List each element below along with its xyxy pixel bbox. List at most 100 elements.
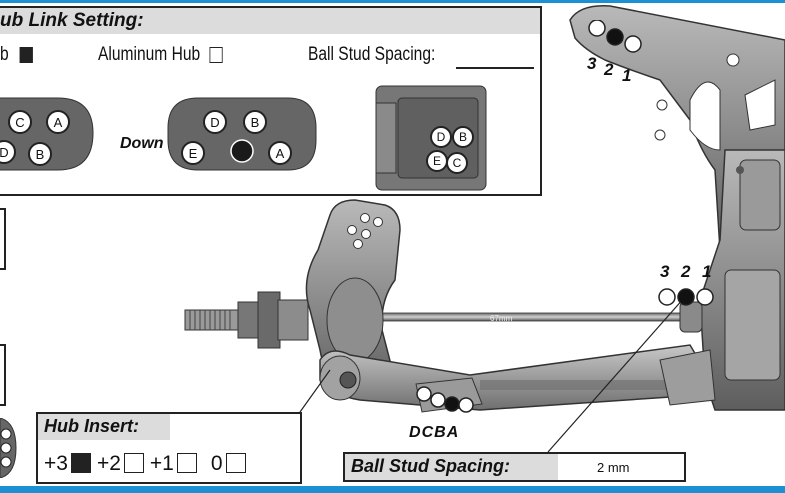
arm-rail bbox=[480, 380, 680, 390]
ball-stud-spacing-panel: Ball Stud Spacing: 2 mm bbox=[343, 452, 686, 482]
mount-label-1: 1 bbox=[702, 262, 712, 281]
option-label: +1 bbox=[149, 452, 174, 475]
tower-hole-2 bbox=[606, 28, 624, 46]
gearbox-screw bbox=[736, 166, 744, 174]
hub-insert-panel: Hub Insert: +3 +2 +1 0 bbox=[36, 412, 302, 484]
hub-insert-option-plus1[interactable]: +1 bbox=[150, 452, 197, 476]
option-checkbox[interactable] bbox=[70, 453, 91, 473]
side-box-lower bbox=[0, 344, 6, 406]
axle-threads bbox=[189, 310, 231, 330]
down-label: Down bbox=[120, 135, 164, 152]
hole-d: D bbox=[203, 110, 227, 134]
hole-b: B bbox=[28, 142, 52, 166]
tower-hole-3 bbox=[588, 20, 606, 37]
mount-hole-2 bbox=[677, 288, 695, 306]
arm-label-d: D bbox=[409, 424, 422, 441]
aluminum-hub-checkbox[interactable] bbox=[209, 46, 223, 63]
option-checkbox[interactable] bbox=[176, 453, 197, 473]
mount-hole-1 bbox=[696, 288, 714, 306]
hub-option-left-label: b bbox=[0, 44, 9, 65]
hub-insert-option-plus3[interactable]: +3 bbox=[44, 452, 91, 476]
option-label: +3 bbox=[44, 452, 68, 475]
arm-hole-set bbox=[415, 377, 483, 413]
hub-ball-stud-label: Ball Stud Spacing: bbox=[308, 44, 436, 65]
shock-tower-hole bbox=[726, 53, 740, 67]
hub-insert-options: +3 +2 +1 0 bbox=[44, 452, 252, 476]
down-center-hole bbox=[230, 139, 254, 163]
leader-line bbox=[299, 369, 331, 413]
option-checkbox[interactable] bbox=[123, 453, 144, 473]
lower-pivot-ball bbox=[339, 371, 357, 389]
hole-a: A bbox=[46, 110, 70, 134]
hole-c: C bbox=[446, 152, 468, 174]
ball-stud-value[interactable]: 2 mm bbox=[597, 460, 630, 475]
shock-tower-hole bbox=[654, 129, 666, 141]
hub-option-left[interactable]: b bbox=[0, 44, 33, 66]
gearbox-slot bbox=[739, 159, 781, 231]
arm-hole-d bbox=[416, 386, 432, 402]
arm-inner-mount bbox=[659, 349, 716, 406]
hub-insert-option-zero[interactable]: 0 bbox=[211, 452, 246, 476]
arm-hole-labels: DCBA bbox=[409, 424, 459, 442]
ball-stud-blank-line bbox=[456, 67, 534, 69]
carrier-hole bbox=[361, 229, 371, 239]
carrier-hole bbox=[353, 239, 363, 249]
arm-hole-a bbox=[458, 397, 474, 413]
hole-b: B bbox=[243, 110, 267, 134]
carrier-hole bbox=[360, 213, 370, 223]
hole-e: E bbox=[426, 150, 448, 172]
carrier-boss bbox=[326, 277, 384, 363]
aluminum-hub-label: Aluminum Hub bbox=[98, 44, 201, 65]
hole-a: A bbox=[268, 141, 292, 165]
tower-label-1: 1 bbox=[622, 66, 632, 85]
mount-hole-3 bbox=[658, 288, 676, 306]
carrier-hole bbox=[373, 217, 383, 227]
shock-tower-hole-set bbox=[588, 20, 642, 53]
hub-link-title-bar bbox=[0, 8, 540, 34]
hole-b: B bbox=[452, 126, 474, 148]
axle-collar bbox=[277, 299, 309, 341]
gearbox-slot bbox=[724, 269, 781, 381]
shock-tower-cutout-1 bbox=[689, 81, 721, 151]
hub-body-edge bbox=[375, 102, 397, 174]
option-label: +2 bbox=[96, 452, 121, 475]
arm-hole-c bbox=[430, 392, 446, 408]
tower-hole-1 bbox=[624, 35, 642, 53]
hub-insert-title-bar bbox=[38, 414, 170, 440]
mount-label-2: 2 bbox=[681, 262, 691, 281]
hole-d: D bbox=[0, 140, 16, 164]
hub-link-title: ub Link Setting: bbox=[0, 10, 144, 31]
option-checkbox[interactable] bbox=[225, 453, 246, 473]
tower-label-2: 2 bbox=[604, 60, 614, 79]
shock-tower-hole bbox=[656, 99, 668, 111]
hole-c: C bbox=[8, 110, 32, 134]
accent-bar-bottom bbox=[0, 486, 785, 493]
arm-label-c: C bbox=[421, 424, 435, 441]
hub-insert-option-plus2[interactable]: +2 bbox=[97, 452, 144, 476]
arm-label-b: B bbox=[434, 424, 447, 441]
leader-line bbox=[547, 297, 685, 453]
shock-tower-cutout-2 bbox=[744, 79, 776, 131]
hole-e: E bbox=[181, 141, 205, 165]
arm-label-a: A bbox=[446, 424, 460, 441]
side-hub-icon bbox=[0, 418, 17, 478]
axle-thread bbox=[184, 309, 241, 331]
accent-bar-top bbox=[0, 0, 785, 3]
aluminum-hub-option[interactable]: Aluminum Hub bbox=[98, 44, 223, 66]
mount-label-3: 3 bbox=[660, 262, 670, 281]
hub-option-left-checkbox[interactable] bbox=[19, 46, 33, 63]
hub-insert-title: Hub Insert: bbox=[44, 416, 140, 436]
hub-link-panel: ub Link Setting: b Aluminum Hub Ball Stu… bbox=[0, 6, 542, 196]
turnbuckle-label: 67mm bbox=[490, 314, 513, 323]
hex-hub bbox=[257, 291, 281, 349]
ball-stud-title: Ball Stud Spacing: bbox=[351, 456, 511, 476]
mount-hole-set bbox=[658, 288, 714, 306]
tower-label-3: 3 bbox=[587, 54, 597, 73]
option-label: 0 bbox=[210, 452, 223, 475]
carrier-hole bbox=[347, 225, 357, 235]
arm-hole-b bbox=[444, 396, 460, 412]
camber-link-rod bbox=[354, 312, 691, 322]
side-box-upper bbox=[0, 208, 6, 270]
